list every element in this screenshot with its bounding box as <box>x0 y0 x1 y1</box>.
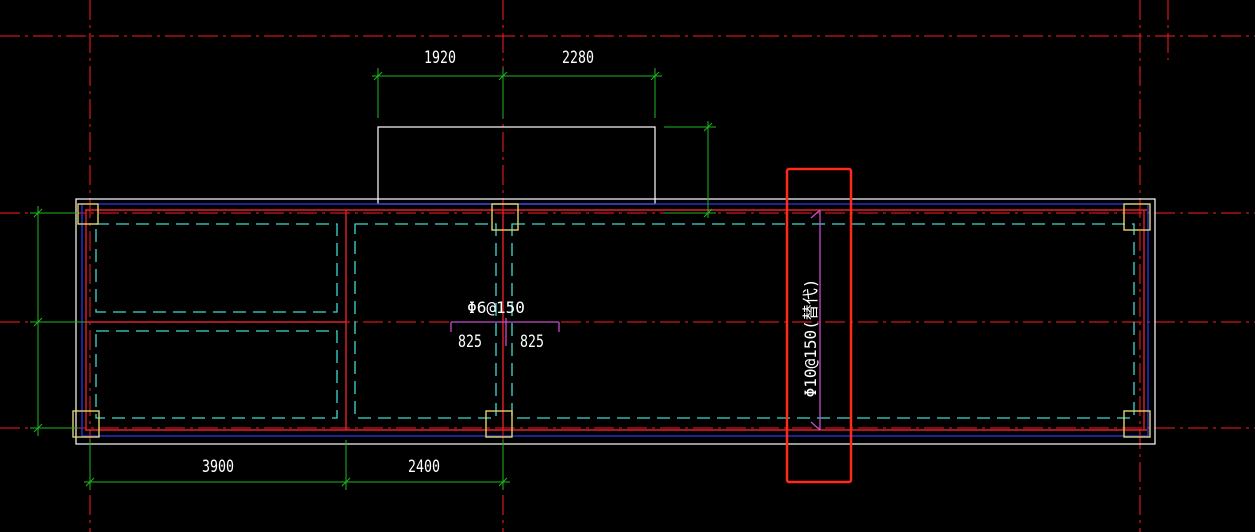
dim-top-tick-left <box>373 71 383 81</box>
vertical-leader-cap-bottom <box>810 421 821 431</box>
dim-opening-tick-bottom <box>703 208 713 218</box>
columns <box>72 203 1151 438</box>
dim-text-top-left: 1920 <box>424 47 456 67</box>
rebar-panel-upper-left <box>95 223 338 313</box>
dim-top-tick-right <box>650 71 660 81</box>
vertical-rebar-leader <box>810 209 821 431</box>
rebar-label-vertical: Φ10@150(替代) <box>801 279 820 398</box>
center-rebar-leader <box>450 318 560 346</box>
dim-text-top-right: 2280 <box>562 47 594 67</box>
column-top-center <box>491 203 519 231</box>
dim-left-tick-top <box>33 208 43 218</box>
rebar-dashed <box>95 223 1135 419</box>
dim-text-opening-height: 1320 <box>0 0 16 4</box>
dim-text-left-upper: 1650 <box>0 0 16 4</box>
vertical-leader-cap-top <box>810 209 821 219</box>
beam-blue-edges <box>81 203 1149 437</box>
column-bottom-right <box>1123 410 1151 438</box>
dimension-lines <box>30 68 716 490</box>
dim-top-tick-mid <box>498 71 508 81</box>
rebar-label-center: Φ6@150 <box>467 298 525 317</box>
beam-blue-rect <box>81 203 1149 437</box>
column-bottom-left <box>72 410 100 438</box>
dim-bottom-tick-mid <box>341 477 351 487</box>
dim-text-left-lower: 1650 <box>0 0 16 4</box>
column-bottom-center <box>485 410 513 438</box>
opening-outline <box>377 126 656 205</box>
column-top-right <box>1123 203 1151 231</box>
dim-left-tick-mid <box>33 317 43 327</box>
dim-text-center-left: 825 <box>458 331 482 351</box>
dim-text-bottom-right: 2400 <box>408 456 440 476</box>
dim-text-center-right: 825 <box>520 331 544 351</box>
selection-highlight-box <box>785 167 853 484</box>
dim-left-tick-bottom <box>33 423 43 433</box>
column-top-left <box>77 203 99 225</box>
dim-bottom-tick-right <box>498 477 508 487</box>
dim-bottom-tick-left <box>85 477 95 487</box>
beam-red-lines <box>85 209 1147 431</box>
rebar-panel-center <box>354 223 497 419</box>
slab-outline <box>75 126 1156 445</box>
dim-opening-tick-top <box>703 122 713 132</box>
rebar-panel-right <box>511 223 1135 419</box>
rebar-panel-lower-left <box>95 330 338 419</box>
dim-text-bottom-left: 3900 <box>202 456 234 476</box>
